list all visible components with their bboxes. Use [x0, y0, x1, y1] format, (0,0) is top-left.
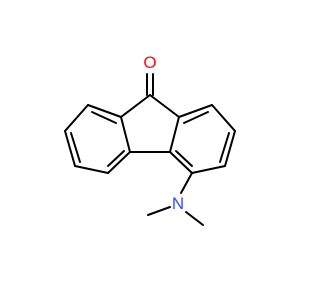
bond-n-methyl-right [185, 211, 204, 226]
bond-l5 [107, 151, 131, 174]
bond-l2 [64, 104, 89, 132]
bond-r1-inner [183, 111, 209, 124]
bond-l3-inner [70, 132, 81, 163]
carbonyl-double-bond [146, 73, 154, 96]
bond-l4 [74, 165, 109, 174]
structure-canvas: O N [64, 53, 236, 226]
bond-c9-c9a [149, 94, 180, 118]
dimethylamino-group [147, 172, 204, 226]
fluorenone-structure: O N [64, 53, 236, 226]
bond-r2 [211, 104, 236, 132]
bond-r3-inner [219, 132, 230, 163]
bond-l3 [64, 130, 76, 167]
bond-r5 [169, 151, 193, 174]
bond-r3 [224, 130, 236, 167]
bond-c8a-c4b [120, 116, 131, 153]
bond-l1-inner [91, 111, 117, 124]
bond-c-n [180, 172, 193, 194]
right-benzene-ring [169, 104, 236, 174]
nitrogen-atom-label: N [172, 194, 184, 213]
bond-r1 [178, 104, 213, 118]
bond-n-methyl-left [147, 206, 171, 216]
five-membered-ring [120, 94, 180, 153]
oxygen-atom-label: O [143, 53, 156, 72]
bond-l5-inner [107, 150, 125, 167]
bond-l1 [87, 104, 122, 118]
bond-c9-c8a [120, 94, 151, 118]
bond-c9a-c4a [169, 116, 180, 153]
left-benzene-ring [64, 104, 131, 174]
bond-r4 [191, 165, 226, 174]
bond-r5-inner [175, 150, 193, 167]
